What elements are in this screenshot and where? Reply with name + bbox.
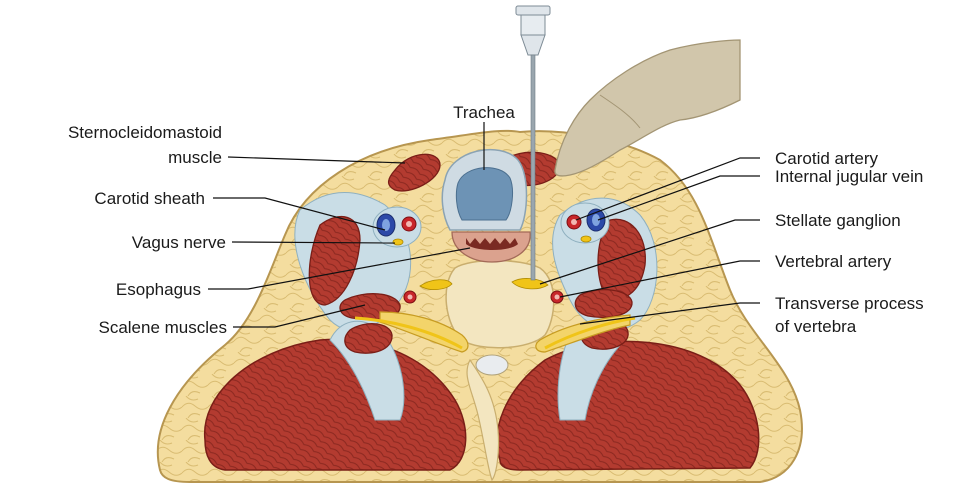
spinal-canal bbox=[476, 355, 508, 375]
vagus-nerve-left bbox=[393, 239, 403, 245]
needle-hub-taper bbox=[521, 35, 545, 55]
vertebral-artery-left-lumen bbox=[408, 295, 413, 300]
label-sternocleidomastoid-2: muscle bbox=[168, 148, 222, 167]
label-transverse-process-1: Transverse process bbox=[775, 294, 924, 313]
label-stellate-ganglion: Stellate ganglion bbox=[775, 211, 901, 230]
trachea-lumen bbox=[456, 168, 512, 220]
label-carotid-sheath: Carotid sheath bbox=[94, 189, 205, 208]
scalene-muscle-left-2 bbox=[345, 324, 392, 354]
label-vagus-nerve: Vagus nerve bbox=[132, 233, 226, 252]
carotid-sheath-left bbox=[373, 207, 421, 247]
carotid-sheath-right bbox=[561, 203, 609, 243]
vertebral-artery-right-lumen bbox=[555, 295, 560, 300]
label-esophagus: Esophagus bbox=[116, 280, 201, 299]
vagus-nerve-right bbox=[581, 236, 591, 242]
label-transverse-process-2: of vertebra bbox=[775, 317, 857, 336]
needle-hub-top bbox=[516, 6, 550, 15]
label-vertebral-artery: Vertebral artery bbox=[775, 252, 892, 271]
label-trachea: Trachea bbox=[453, 103, 515, 122]
label-internal-jugular-vein: Internal jugular vein bbox=[775, 167, 923, 186]
scalene-muscle-right bbox=[575, 290, 632, 318]
label-scalene-muscles: Scalene muscles bbox=[98, 318, 227, 337]
needle-shaft bbox=[531, 55, 535, 280]
needle-hub bbox=[521, 15, 545, 35]
carotid-artery-left-lumen bbox=[406, 221, 412, 227]
label-carotid-artery: Carotid artery bbox=[775, 149, 878, 168]
label-sternocleidomastoid-1: Sternocleidomastoid bbox=[68, 123, 222, 142]
